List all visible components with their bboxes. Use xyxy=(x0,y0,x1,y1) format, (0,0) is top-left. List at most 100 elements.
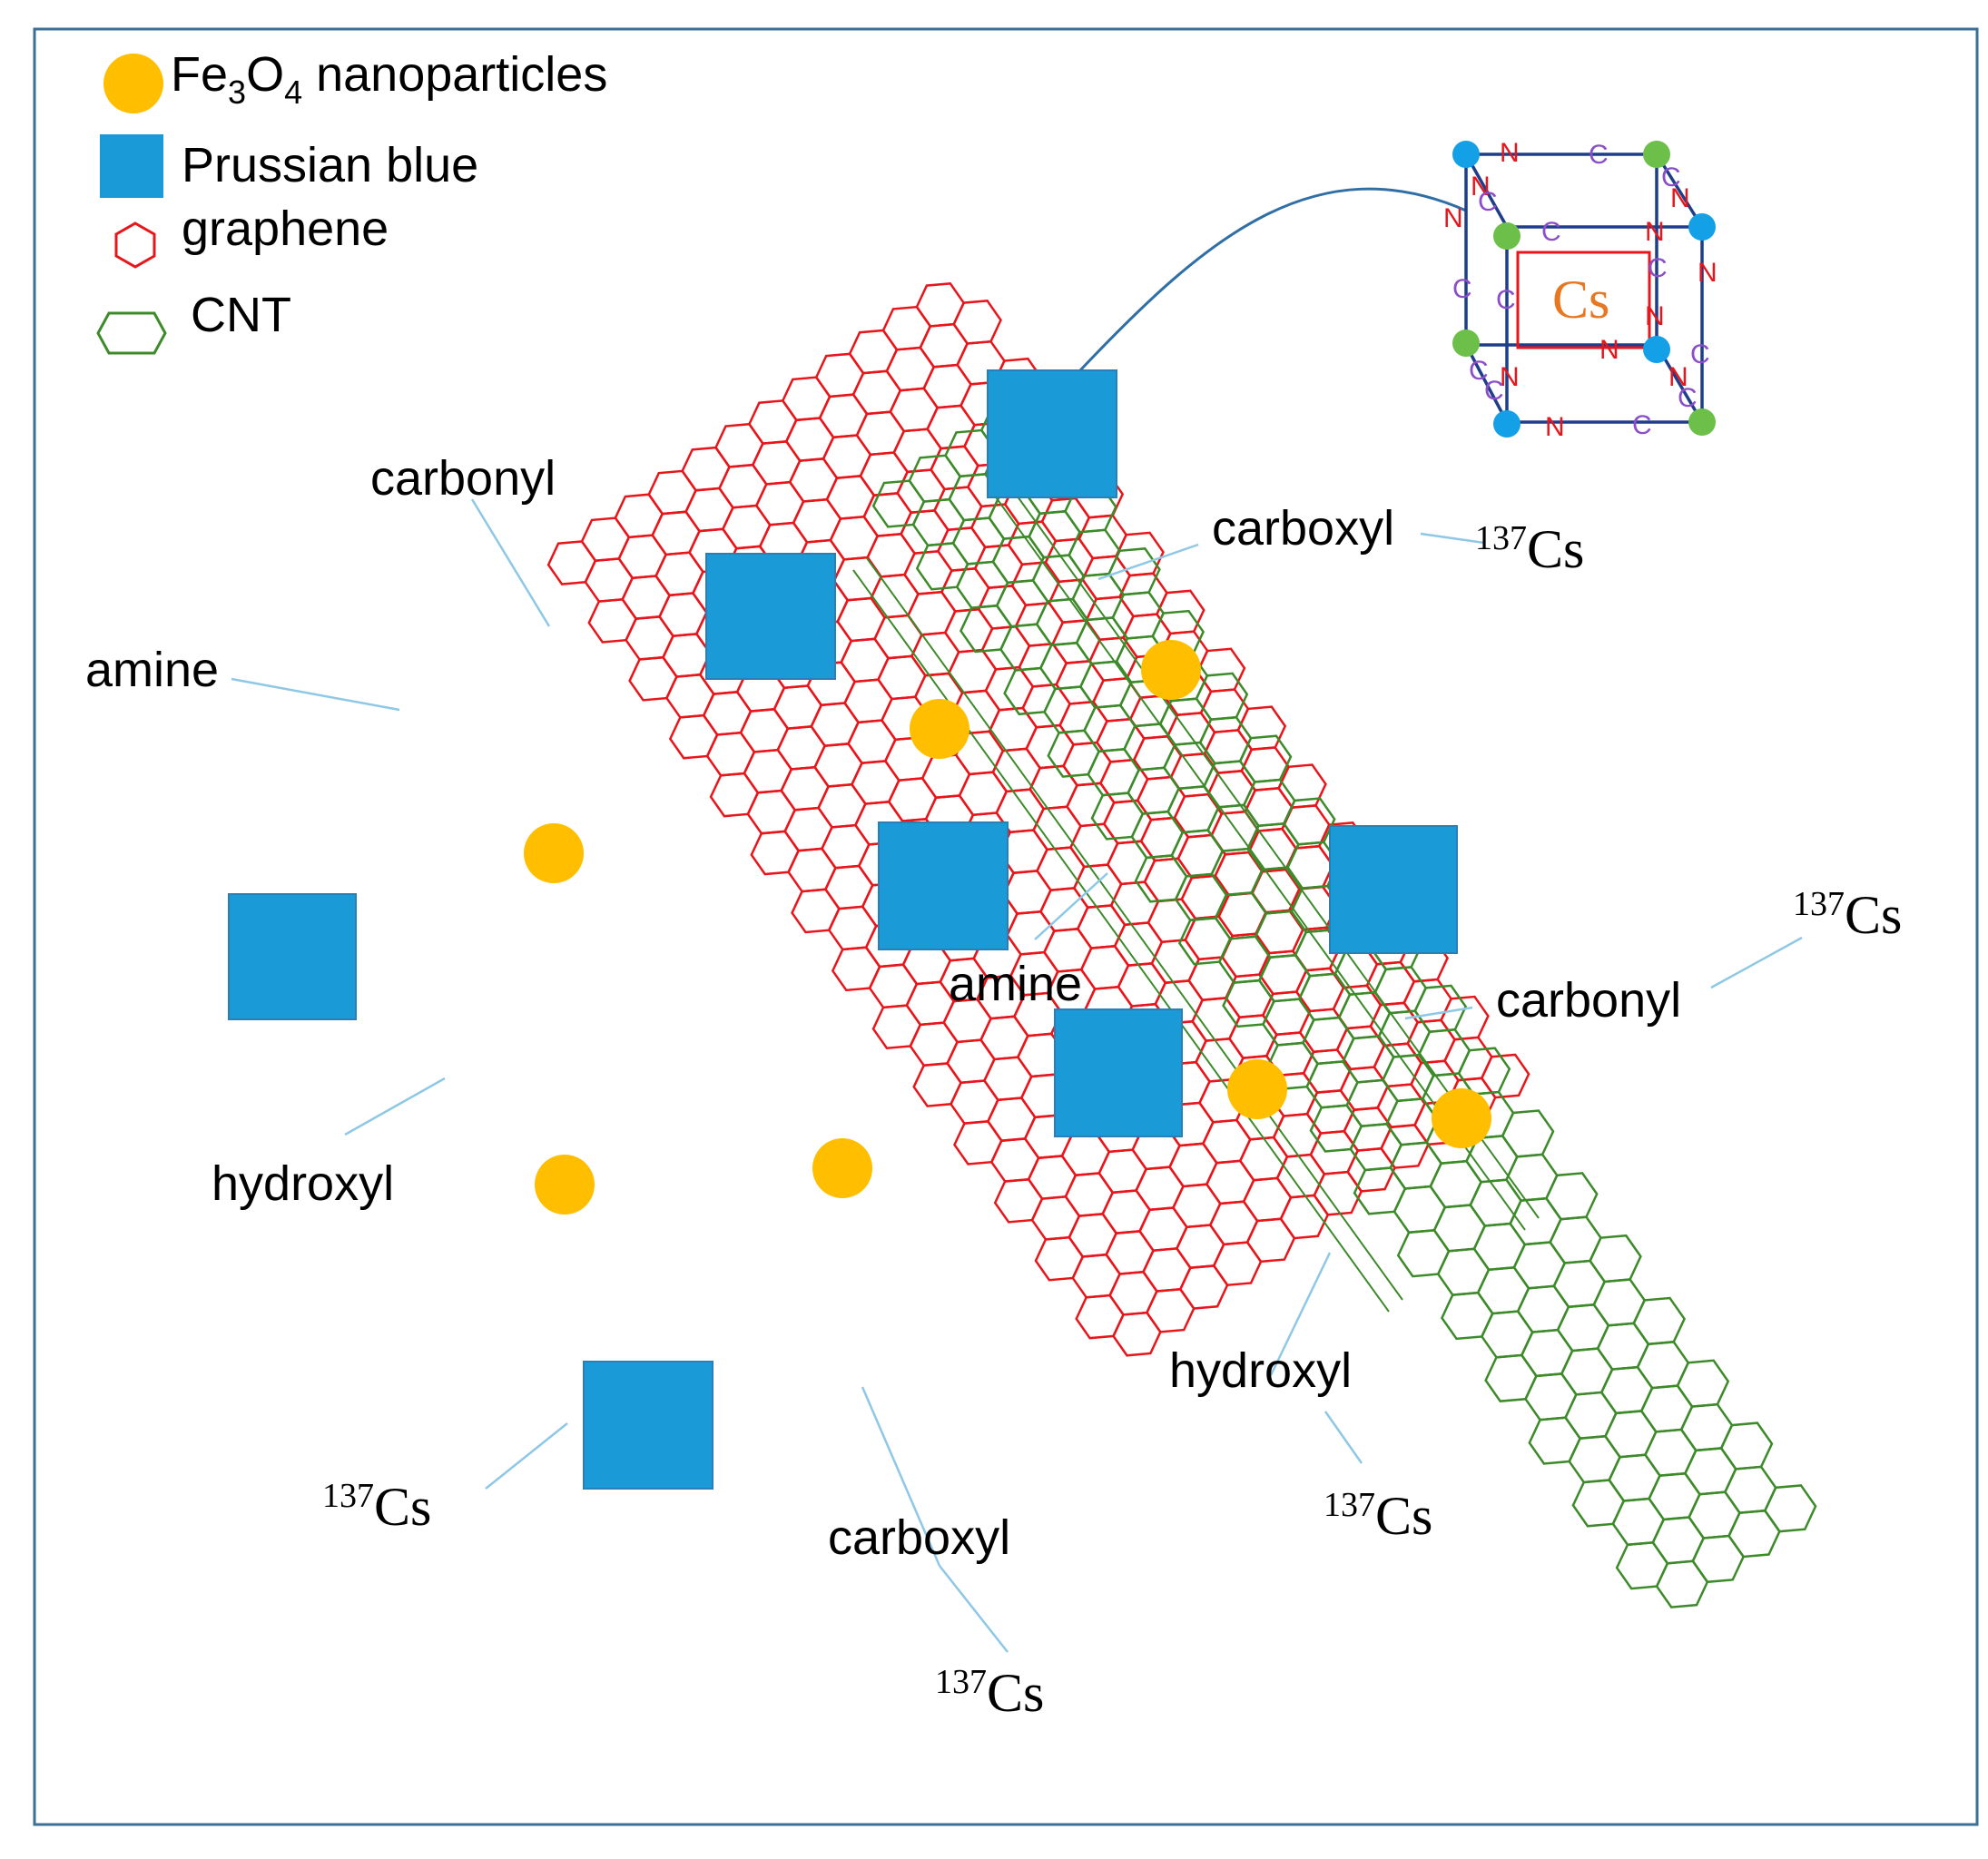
graphene-hexagon xyxy=(984,665,1035,712)
cnt-hexagon xyxy=(1683,1447,1737,1496)
graphene-hexagon xyxy=(1142,1247,1192,1293)
graphene-hexagon xyxy=(850,760,901,805)
graphene-hexagon xyxy=(621,575,671,620)
graphene-hexagon xyxy=(546,540,597,585)
inset-n-atom: N xyxy=(1670,183,1690,213)
cnt-hexagon xyxy=(1723,1465,1777,1514)
graphene-hexagon xyxy=(926,404,976,450)
cnt-hexagon xyxy=(1568,1434,1621,1484)
cnt-hexagon xyxy=(1571,1479,1626,1528)
graphene-hexagon xyxy=(832,556,883,602)
cnt-hexagon xyxy=(1516,1284,1570,1333)
graphene-hexagon xyxy=(823,864,874,910)
fe3o4-nanoparticle xyxy=(1227,1059,1287,1119)
cnt-hexagon xyxy=(1691,1534,1746,1584)
cnt-hexagon xyxy=(1556,1303,1610,1352)
fe-node xyxy=(1493,222,1521,250)
cnt-hexagon xyxy=(1644,1428,1698,1477)
graphene-hexagon xyxy=(982,1056,1033,1102)
cs137-label-bottom-left: 137Cs xyxy=(322,1477,431,1537)
legend-cnt-swatch xyxy=(96,311,167,355)
graphene-hexagon xyxy=(1242,1176,1293,1223)
graphene-hexagon xyxy=(746,789,797,835)
graphene-hexagon xyxy=(791,888,841,934)
cnt-hexagon xyxy=(871,479,926,528)
fe3o4-nanoparticle xyxy=(1141,640,1201,700)
cnt-hexagon xyxy=(1615,1541,1669,1590)
cnt-hexagon xyxy=(1611,1497,1666,1547)
fe3o4-nanoparticle xyxy=(524,823,584,883)
graphene-hexagon xyxy=(1150,939,1201,984)
cnt-hexagon xyxy=(1262,998,1315,1047)
graphene-hexagon xyxy=(851,369,902,416)
inset-c-atom: C xyxy=(1541,217,1561,247)
graphene-hexagon xyxy=(1106,840,1156,886)
cnt-hexagon xyxy=(1520,1328,1574,1378)
inset-n-atom: N xyxy=(1471,172,1491,202)
graphene-hexagon xyxy=(887,777,938,822)
graphene-hexagon xyxy=(784,417,835,462)
graphene-hexagon xyxy=(1245,1217,1296,1264)
graphene-hexagon xyxy=(991,747,1042,793)
graphene-hexagon xyxy=(1178,1264,1229,1310)
cnt-hexagon xyxy=(1636,1341,1690,1390)
fe-node xyxy=(1452,141,1480,168)
prussian-blue-square xyxy=(583,1361,714,1490)
inset-n-atom: N xyxy=(1698,258,1717,288)
cnt-hexagon xyxy=(1130,810,1185,860)
graphene-hexagon xyxy=(1145,1287,1196,1333)
inset-c-atom: C xyxy=(1661,162,1681,192)
graphene-hexagon xyxy=(580,516,631,563)
graphene-hexagon xyxy=(705,731,756,777)
graphene-hexagon xyxy=(813,743,863,788)
graphene-hexagon xyxy=(750,830,801,876)
cnt-hexagon xyxy=(951,516,1006,566)
graphene-hexagon xyxy=(718,463,768,509)
label-hydroxyl-cnt: hydroxyl xyxy=(1169,1343,1352,1398)
graphene-hexagon xyxy=(827,905,878,951)
graphene-hexagon xyxy=(855,410,906,457)
prussian-blue-square xyxy=(878,821,1009,950)
graphene-hexagon xyxy=(658,592,708,637)
legend: Fe3O4 nanoparticles Prussian blue graphe… xyxy=(96,47,607,355)
graphene-hexagon xyxy=(628,655,678,702)
graphene-hexagon xyxy=(780,765,831,811)
graphene-hexagon xyxy=(1025,723,1076,770)
cnt-hexagon xyxy=(911,497,966,547)
cnt-hexagon xyxy=(1047,729,1101,778)
inset-c-atom: C xyxy=(1469,356,1489,386)
graphene-hexagon xyxy=(821,823,871,870)
cnt-hexagon xyxy=(1031,554,1086,603)
cnt-hexagon xyxy=(1688,1490,1741,1539)
fe3o4-nanoparticles xyxy=(524,640,1491,1215)
graphene-hexagon xyxy=(1078,514,1128,560)
inset-c-atom: C xyxy=(1496,285,1516,315)
graphene-hexagon xyxy=(873,614,923,660)
inset-c-atom: C xyxy=(1452,274,1472,304)
graphene-hexagon xyxy=(877,654,927,701)
graphene-hexagon xyxy=(754,480,805,526)
graphene-hexagon xyxy=(1335,1025,1386,1071)
graphene-hexagon xyxy=(1058,700,1108,746)
graphene-hexagon xyxy=(783,806,833,852)
cnt-hexagon xyxy=(1393,1185,1447,1234)
graphene-hexagon xyxy=(1480,1053,1530,1099)
cs137-label-bottom: 137Cs xyxy=(935,1663,1044,1723)
label-carboxyl-cnt: carboxyl xyxy=(1212,501,1394,556)
cnt-hexagon xyxy=(1528,1416,1582,1465)
cnt-hexagon xyxy=(1377,1009,1432,1058)
graphene-hexagon xyxy=(953,1120,1003,1166)
inset-n-atom: N xyxy=(1599,335,1619,365)
graphene-hexagon xyxy=(1068,1213,1118,1258)
figure-frame xyxy=(33,27,1979,1826)
prussian-blue-square xyxy=(987,369,1117,498)
graphene-hexagon xyxy=(1168,1142,1218,1188)
cnt-hexagon xyxy=(1087,748,1140,797)
cnt-hexagon xyxy=(1469,1178,1522,1227)
graphene-hexagon xyxy=(1373,1042,1423,1088)
cnt-hexagon xyxy=(1719,1421,1774,1470)
graphene-hexagon xyxy=(1097,1148,1148,1195)
inset-c-atom: C xyxy=(1632,410,1652,440)
cnt-hexagon xyxy=(1484,1353,1538,1402)
label-carboxyl-graphene: carboxyl xyxy=(828,1510,1010,1565)
